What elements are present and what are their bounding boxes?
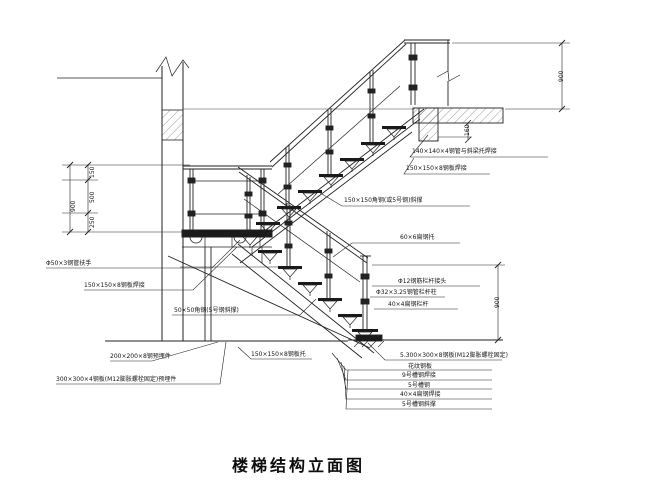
label-flat-rail: 40×4扁钢栏杆 bbox=[388, 301, 429, 308]
label-handrail-pipe: Φ50×3钢管扶手 bbox=[46, 260, 92, 267]
note-channel-5: 5号槽钢 bbox=[408, 382, 430, 389]
label-embed-plate-large: 300×300×4钢板(M12膨胀螺栓固定)预埋件 bbox=[56, 376, 177, 383]
note-flat-weld: 40×4扁钢焊接 bbox=[400, 391, 441, 398]
upper-flight-stringer bbox=[239, 108, 425, 264]
landing-support-post bbox=[204, 247, 212, 341]
drawing-title: 楼梯结构立面图 bbox=[232, 456, 366, 475]
dim-left-bottom: 250 bbox=[89, 216, 96, 228]
leader-lines bbox=[46, 134, 548, 385]
upper-flight-railing bbox=[269, 39, 407, 206]
note-channel-weld: 9号槽钢焊接 bbox=[402, 372, 436, 379]
label-angle-brace-left: 50×50角钢(5号钢斜撑) bbox=[174, 307, 239, 314]
label-flat-bracket: 60×6扁钢托 bbox=[400, 234, 435, 241]
label-plate-bracket: 150×150×8钢板托 bbox=[251, 351, 306, 358]
note-channel-brace: 5号槽钢斜撑 bbox=[402, 401, 436, 408]
left-dimension-chain bbox=[62, 161, 190, 236]
label-tube-weld: 140×140×4钢管与斜梁托焊接 bbox=[412, 148, 497, 155]
dim-beam-depth: 160 bbox=[464, 124, 471, 136]
upper-floor-slab bbox=[412, 107, 504, 144]
lower-flight-treads bbox=[238, 234, 378, 341]
lower-flight-stringer bbox=[167, 243, 375, 359]
landing-beam bbox=[180, 229, 285, 268]
label-angle-brace-mid: 150×150角钢(或5号钢)斜撑 bbox=[344, 197, 423, 204]
dim-left-mid: 500 bbox=[89, 191, 96, 203]
top-right-dimension bbox=[452, 39, 570, 113]
lower-flight-end-post bbox=[353, 255, 385, 348]
label-rail-post: Φ32×3.25钢管栏杆柱 bbox=[376, 289, 437, 296]
lower-flight-railing bbox=[237, 166, 369, 298]
label-plate-weld-right: 150×150×8钢板焊接 bbox=[406, 165, 467, 172]
dim-rail-height: 900 bbox=[494, 296, 501, 308]
ground-line bbox=[105, 339, 503, 342]
landing-railing bbox=[183, 165, 272, 230]
dim-top-right: 900 bbox=[558, 70, 565, 82]
right-rail-height-dimension bbox=[372, 261, 505, 344]
notes-leader-table bbox=[331, 352, 492, 410]
label-rail-joint: Φ12钢筋栏杆接头 bbox=[398, 278, 447, 285]
wall-section bbox=[57, 56, 415, 341]
label-base-plate: 5.300×300×8钢板(M12膨胀螺栓固定) bbox=[400, 352, 508, 359]
label-plate-weld-left: 150×150×8钢板焊接 bbox=[84, 282, 145, 289]
label-embed-plate-small: 200×200×8钢预埋件 bbox=[110, 353, 171, 360]
dim-left-top: 150 bbox=[89, 166, 96, 178]
top-floor-railing bbox=[404, 39, 461, 106]
note-tread-plate: 花纹钢板 bbox=[408, 363, 433, 370]
dim-left-overall: 900 bbox=[70, 200, 77, 212]
